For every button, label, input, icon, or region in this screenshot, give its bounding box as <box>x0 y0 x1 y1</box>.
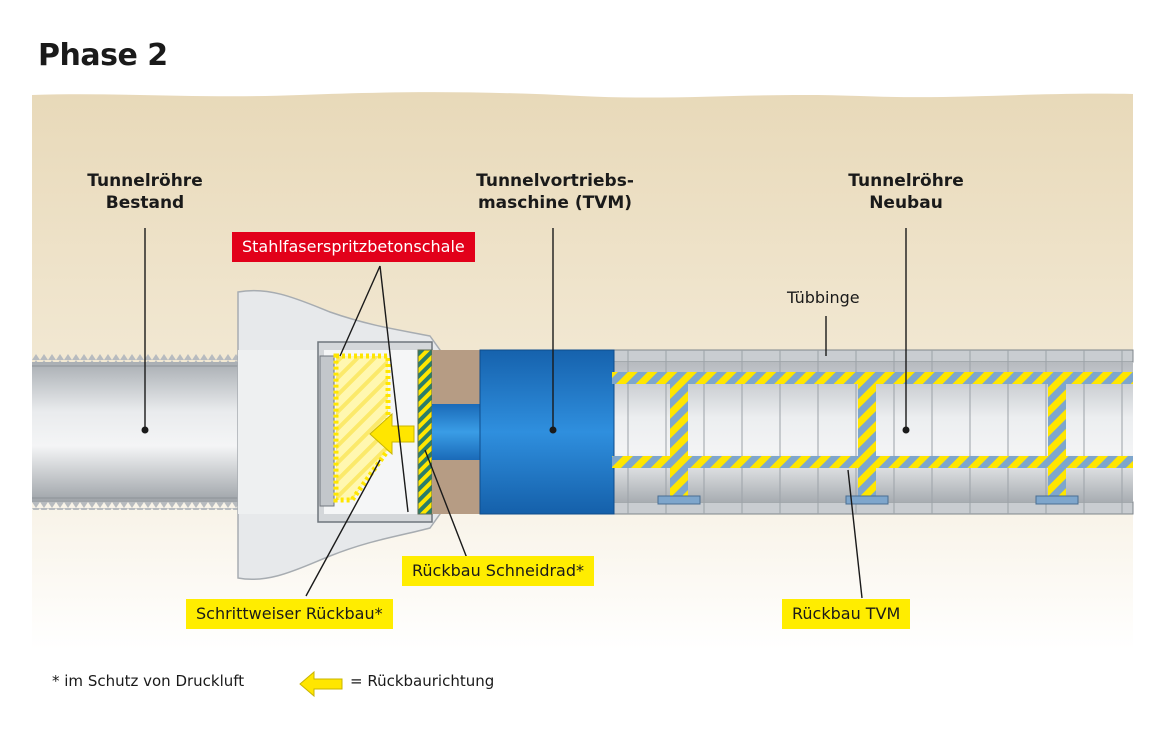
tbm-body <box>479 349 615 515</box>
tbm-backup-frames <box>612 372 1133 505</box>
leader-lines <box>144 228 907 599</box>
stepwise-dismantle-zone <box>333 353 391 503</box>
page-title: Phase 2 <box>38 38 168 73</box>
yellow-arrow-left-icon <box>299 670 343 698</box>
dismantle-direction-arrow <box>369 412 415 456</box>
label-existing-tube: Tunnelröhre Bestand <box>70 170 220 214</box>
callout-stepwise-dismantle: Schrittweiser Rückbau* <box>186 599 393 629</box>
cutter-wheel <box>417 349 482 515</box>
label-new-tube: Tunnelröhre Neubau <box>831 170 981 214</box>
label-existing-tube-text: Tunnelröhre Bestand <box>87 171 203 213</box>
footnote: * im Schutz von Druckluft <box>52 672 245 690</box>
label-tbm: Tunnelvortriebs- maschine (TVM) <box>455 170 655 214</box>
callout-tbm-dismantle: Rückbau TVM <box>782 599 911 629</box>
leader-dots <box>141 426 910 434</box>
label-segments: Tübbinge <box>787 288 860 307</box>
callout-shotcrete-shell: Stahlfaserspritzbetonschale <box>232 232 475 262</box>
legend-text: = Rückbaurichtung <box>350 672 495 690</box>
label-new-tube-text: Tunnelröhre Neubau <box>848 171 964 213</box>
label-tbm-text: Tunnelvortriebs- maschine (TVM) <box>476 171 634 213</box>
callout-cutter-dismantle: Rückbau Schneidrad* <box>402 556 595 586</box>
